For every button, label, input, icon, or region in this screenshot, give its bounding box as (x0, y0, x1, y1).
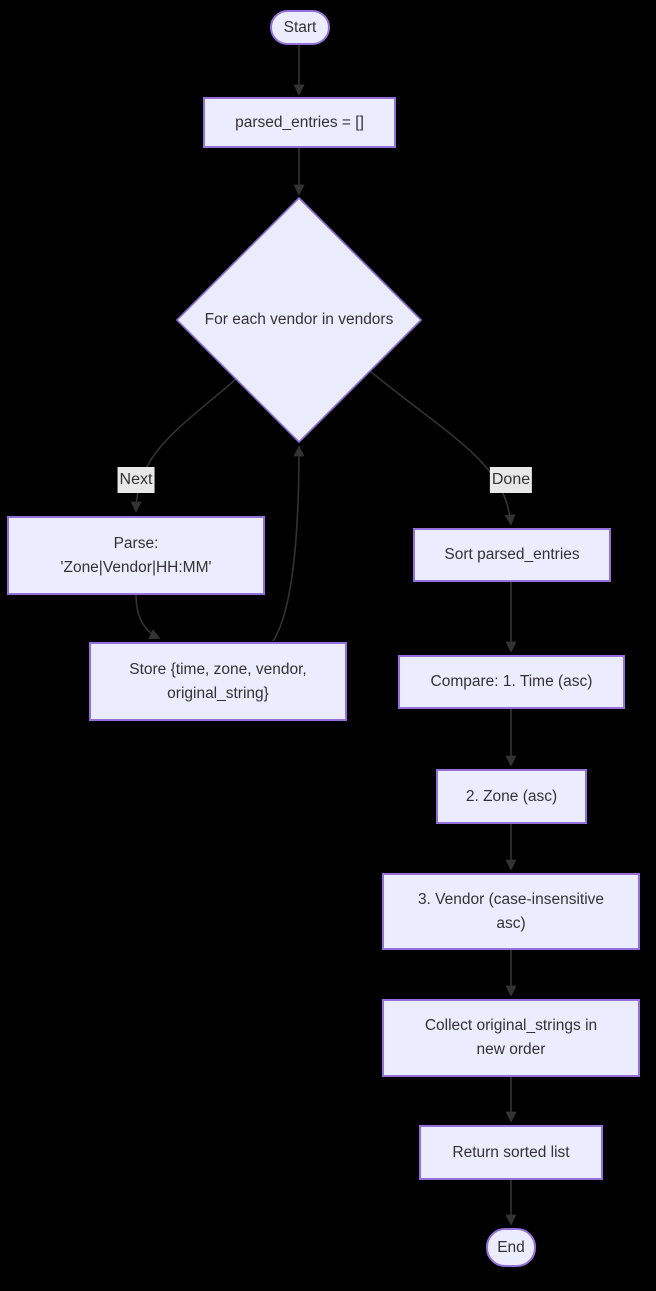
node-store: Store {time, zone, vendor, original_stri… (89, 642, 347, 721)
edge-label-next: Next (117, 467, 155, 493)
edge-parse-store (135, 594, 161, 640)
node-init: parsed_entries = [] (203, 97, 396, 148)
node-return: Return sorted list (419, 1125, 603, 1180)
edge-label-done: Done (489, 467, 533, 493)
node-compare-label: Compare: 1. Time (asc) (430, 673, 593, 690)
node-zone-label: 2. Zone (asc) (465, 787, 558, 805)
node-start-label: Start (283, 18, 317, 36)
node-end-label: End (497, 1238, 525, 1256)
edge-store-loop (272, 445, 305, 642)
node-zone: 2. Zone (asc) (436, 769, 587, 824)
node-store-label: Store {time, zone, vendor, original_stri… (129, 660, 307, 702)
edge-loop-sort (369, 370, 516, 526)
node-return-label: Return sorted list (452, 1143, 570, 1161)
node-collect-label: Collect original_strings in new order (424, 1017, 598, 1058)
node-parse-label: Parse: 'Zone|Vendor|HH:MM' (60, 534, 212, 576)
node-start: Start (270, 10, 330, 45)
node-sort-label: Sort parsed_entries (444, 546, 580, 563)
node-loop-label: For each vendor in vendors (204, 311, 394, 328)
node-parse: Parse: 'Zone|Vendor|HH:MM' (7, 516, 265, 595)
node-vendor-label: 3. Vendor (case-insensitive asc) (417, 890, 605, 932)
node-sort: Sort parsed_entries (413, 528, 611, 582)
node-vendor: 3. Vendor (case-insensitive asc) (382, 873, 640, 950)
node-compare: Compare: 1. Time (asc) (398, 655, 625, 709)
node-end: End (486, 1228, 536, 1267)
node-collect: Collect original_strings in new order (382, 999, 640, 1077)
node-loop-diamond-shape (175, 196, 423, 444)
node-init-label: parsed_entries = [] (235, 113, 364, 131)
